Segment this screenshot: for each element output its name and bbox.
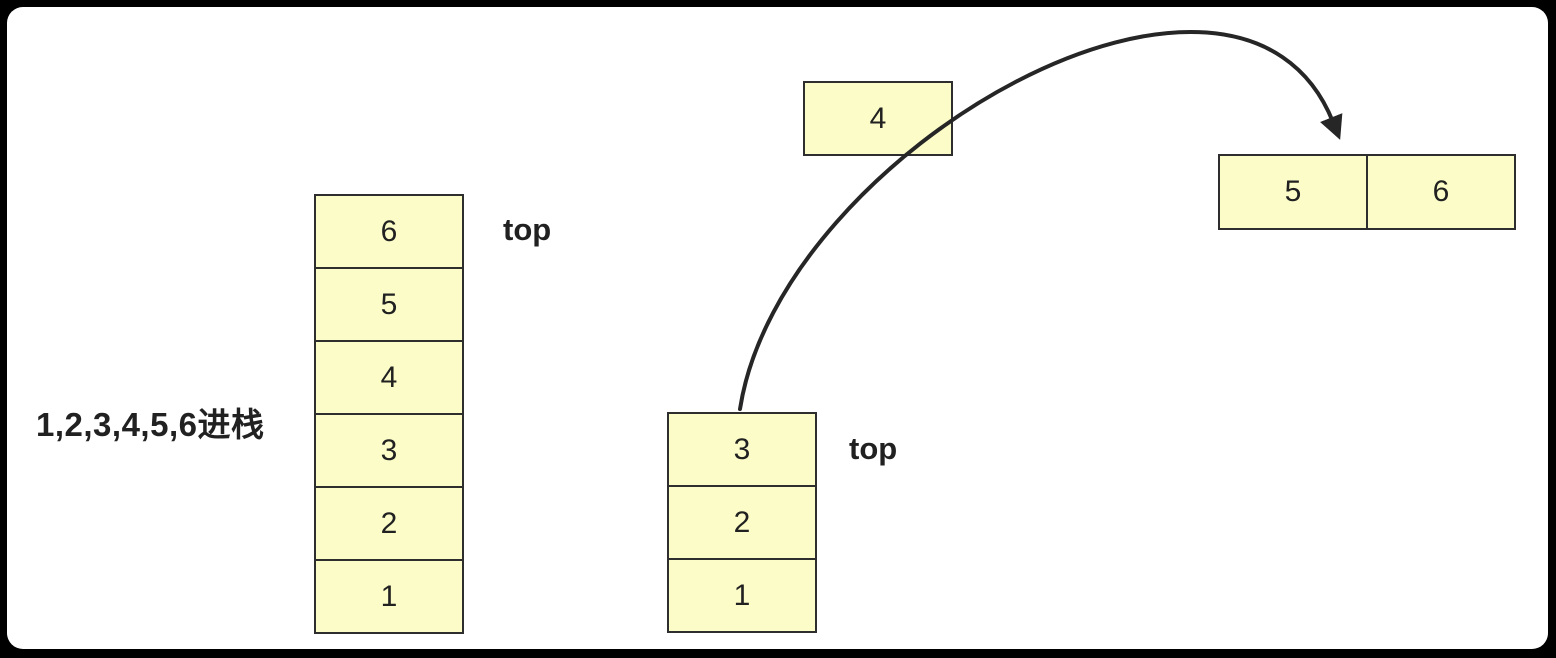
output-cell: 6 xyxy=(1366,154,1516,230)
initial-stack: 6 5 4 3 2 1 xyxy=(314,194,464,634)
stack-cell: 3 xyxy=(314,413,464,488)
current-stack: 3 2 1 xyxy=(667,412,817,633)
top-label-initial-stack: top xyxy=(503,212,552,247)
stack-cell: 3 xyxy=(667,412,817,487)
output-row: 5 6 xyxy=(1218,154,1516,230)
stack-cell: 6 xyxy=(314,194,464,269)
stack-cell: 4 xyxy=(803,81,953,156)
stack-cell: 1 xyxy=(314,559,464,634)
push-sequence-caption: 1,2,3,4,5,6进栈 xyxy=(36,406,265,443)
popped-cell: 4 xyxy=(803,81,953,156)
stack-cell: 2 xyxy=(667,485,817,560)
output-cell: 5 xyxy=(1218,154,1368,230)
stack-cell: 5 xyxy=(314,267,464,342)
top-label-current-stack: top xyxy=(849,431,898,466)
stack-cell: 1 xyxy=(667,558,817,633)
stack-cell: 2 xyxy=(314,486,464,561)
stack-cell: 4 xyxy=(314,340,464,415)
